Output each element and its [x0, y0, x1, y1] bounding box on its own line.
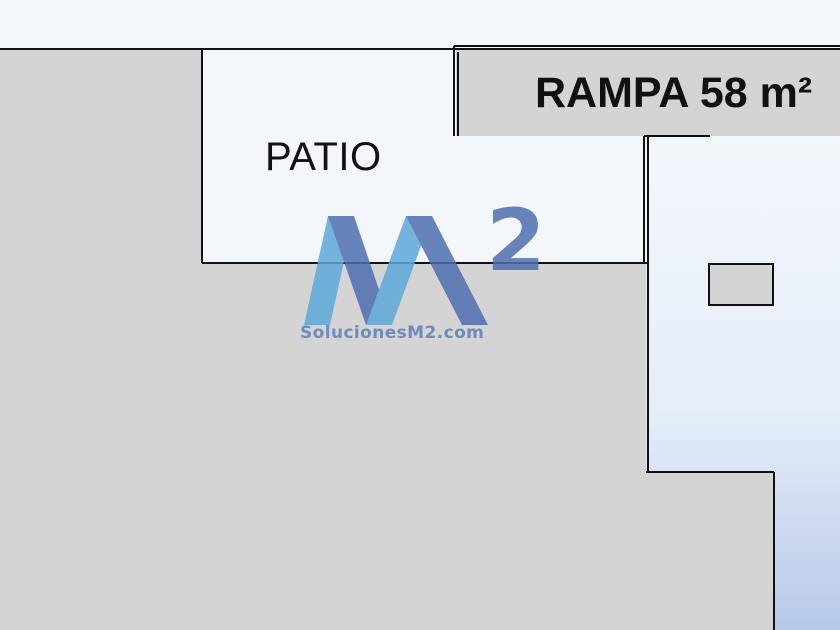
walls [0, 45, 840, 630]
room-label-patio: PATIO [265, 135, 382, 179]
logo-m-stroke-2 [328, 216, 391, 325]
rampa-area [456, 49, 840, 136]
watermark-logo: 2 [304, 192, 546, 325]
pillar-box [708, 263, 774, 306]
logo-superscript-2: 2 [486, 192, 546, 291]
room-label-rampa: RAMPA 58 m² [535, 69, 813, 117]
watermark-text: SolucionesM2.com [300, 323, 485, 343]
logo-m-stroke-3 [366, 216, 432, 325]
gray-floor-area [0, 49, 774, 630]
logo-m-stroke-4 [406, 216, 488, 325]
